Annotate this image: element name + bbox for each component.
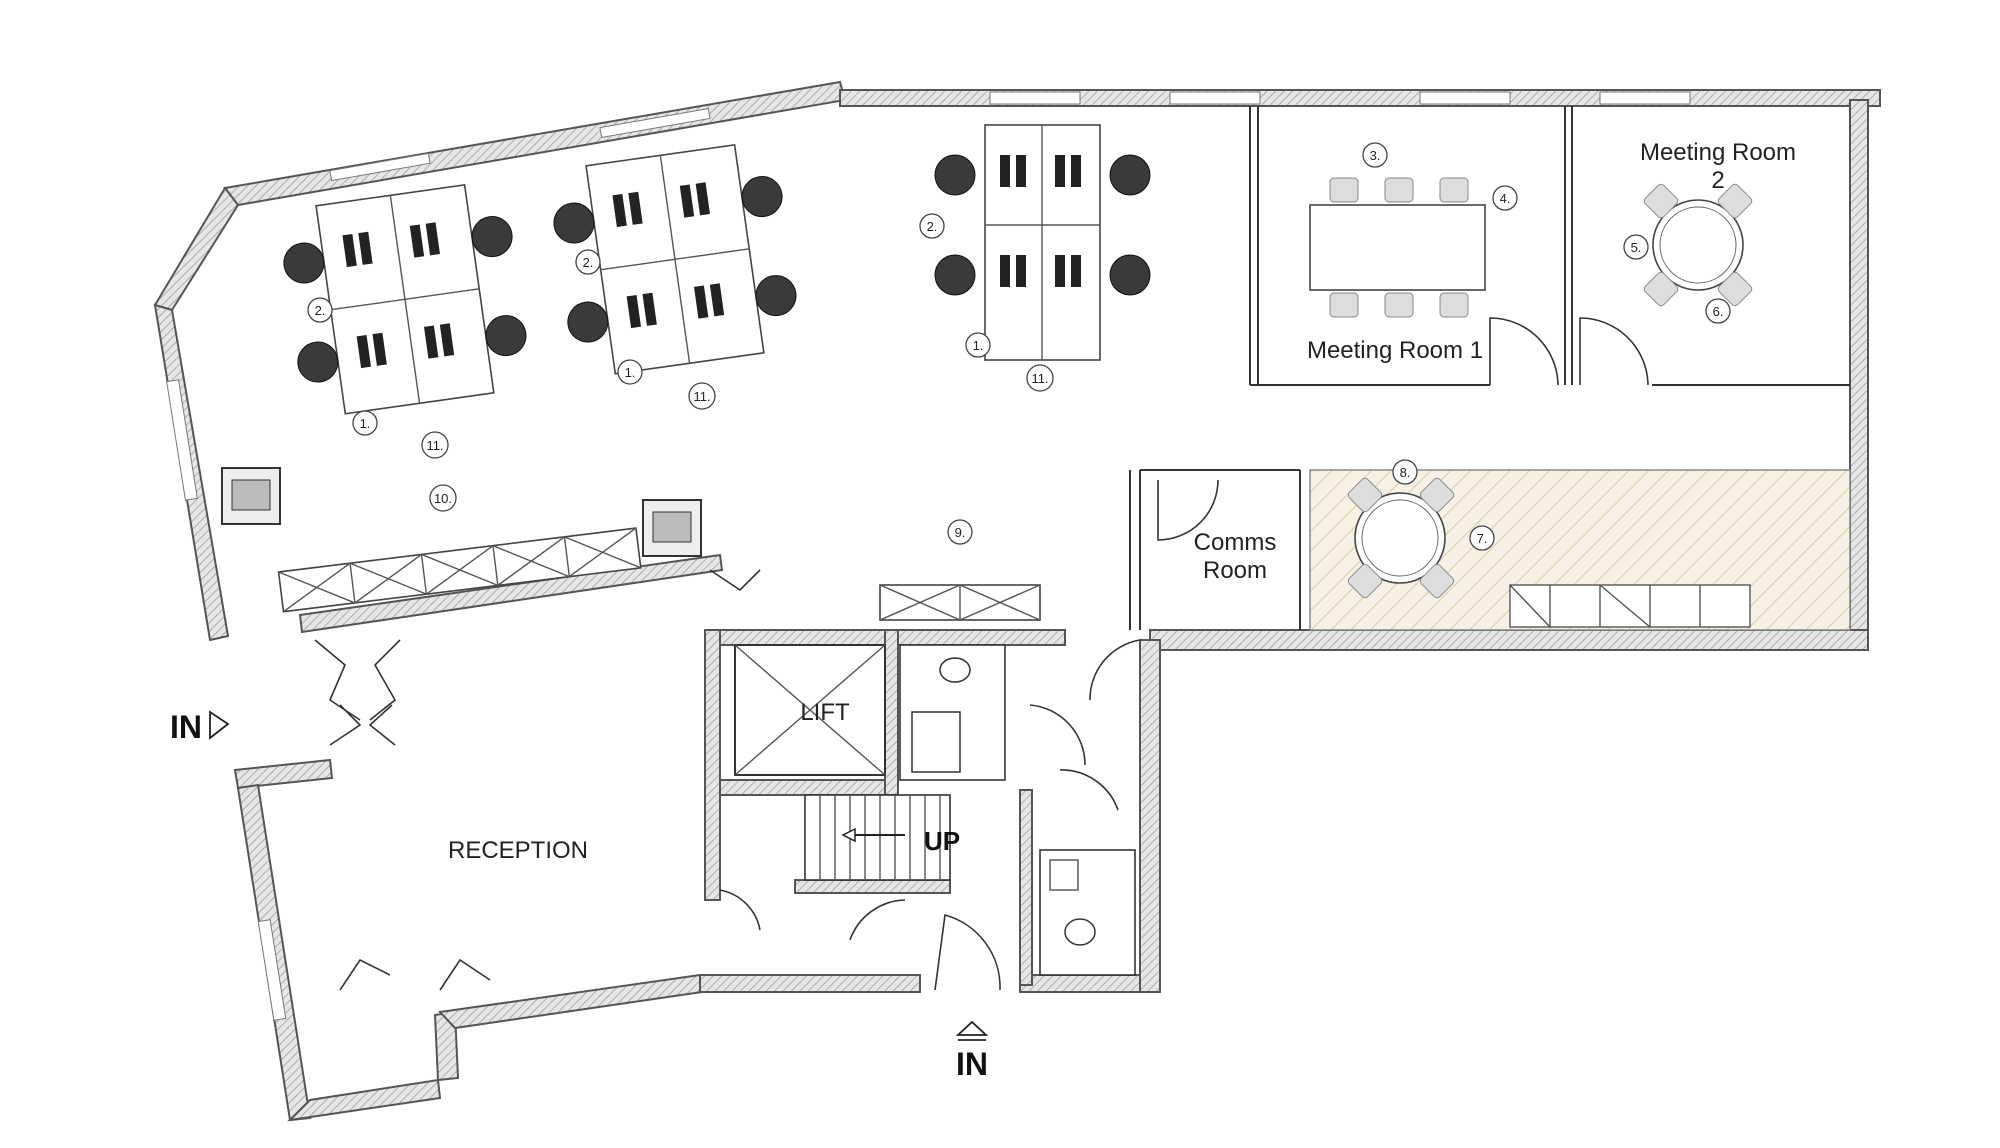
marker-2-c: 2. — [919, 213, 945, 239]
windows — [166, 91, 1691, 1021]
comms-room-label-line2: Room — [1203, 557, 1267, 584]
svg-text:1.: 1. — [973, 338, 984, 353]
comms-room-label-line1: Comms — [1194, 529, 1277, 556]
svg-text:2.: 2. — [315, 303, 326, 318]
marker-5: 5. — [1623, 234, 1649, 260]
marker-7: 7. — [1469, 525, 1495, 551]
svg-text:IN: IN — [170, 709, 202, 745]
marker-4: 4. — [1492, 185, 1518, 211]
marker-10: 10. — [429, 484, 457, 512]
lift — [734, 644, 886, 776]
doors — [314, 569, 1141, 991]
lift-label: LIFT — [800, 699, 850, 726]
svg-text:7.: 7. — [1477, 531, 1488, 546]
wc-lower — [1039, 849, 1136, 976]
svg-text:11.: 11. — [1031, 371, 1048, 386]
svg-text:11.: 11. — [693, 389, 710, 404]
svg-text:11.: 11. — [426, 438, 443, 453]
marker-8: 8. — [1392, 459, 1418, 485]
stairs — [804, 794, 951, 881]
workstation-cluster-3 — [934, 124, 1151, 361]
meeting-room-2-label-line1: Meeting Room — [1640, 139, 1796, 166]
svg-text:2.: 2. — [583, 255, 594, 270]
svg-text:9.: 9. — [955, 525, 966, 540]
entrance-south: IN — [955, 1020, 989, 1082]
marker-1-b: 1. — [617, 359, 643, 385]
svg-text:IN: IN — [956, 1046, 988, 1082]
svg-text:1.: 1. — [625, 365, 636, 380]
entrance-west: IN — [170, 709, 230, 745]
workstation-cluster-1 — [283, 183, 527, 415]
meeting-room-2-table — [1643, 183, 1753, 307]
outer-walls — [153, 80, 1881, 1122]
wc-upper — [899, 644, 1006, 781]
svg-text:10.: 10. — [434, 491, 452, 506]
marker-11-a: 11. — [421, 431, 449, 459]
marker-9: 9. — [947, 519, 973, 545]
svg-text:2.: 2. — [927, 219, 938, 234]
svg-text:6.: 6. — [1713, 304, 1724, 319]
marker-1-c: 1. — [965, 332, 991, 358]
svg-text:3.: 3. — [1370, 148, 1381, 163]
meeting-room-1-table — [1309, 177, 1486, 318]
marker-11-b: 11. — [688, 382, 716, 410]
meeting-rooms-partitions — [1249, 106, 1850, 386]
marker-3: 3. — [1362, 142, 1388, 168]
printer-left — [221, 467, 281, 525]
svg-text:5.: 5. — [1631, 240, 1642, 255]
storage-units — [277, 527, 642, 613]
marker-11-c: 11. — [1026, 364, 1054, 392]
breakout-area — [1309, 469, 1851, 631]
markers: 1. 1. 1. 2. 2. 2. 3. 4. 5. 6. 7. 8. 9. 1… — [307, 142, 1731, 551]
storage-units-small — [879, 584, 1041, 621]
marker-1-a: 1. — [352, 410, 378, 436]
svg-text:1.: 1. — [360, 416, 371, 431]
workstation-cluster-2 — [553, 143, 797, 375]
stairs-up-label: UP — [924, 826, 960, 856]
meeting-room-2-label-line2: 2 — [1711, 167, 1724, 194]
svg-text:4.: 4. — [1500, 191, 1511, 206]
meeting-room-1-label: Meeting Room 1 — [1307, 337, 1483, 364]
svg-text:8.: 8. — [1400, 465, 1411, 480]
reception-label: RECEPTION — [448, 837, 588, 864]
marker-2-b: 2. — [575, 249, 601, 275]
marker-6: 6. — [1705, 298, 1731, 324]
printer-right — [642, 499, 702, 557]
marker-2-a: 2. — [307, 297, 333, 323]
comms-room — [1129, 469, 1301, 630]
